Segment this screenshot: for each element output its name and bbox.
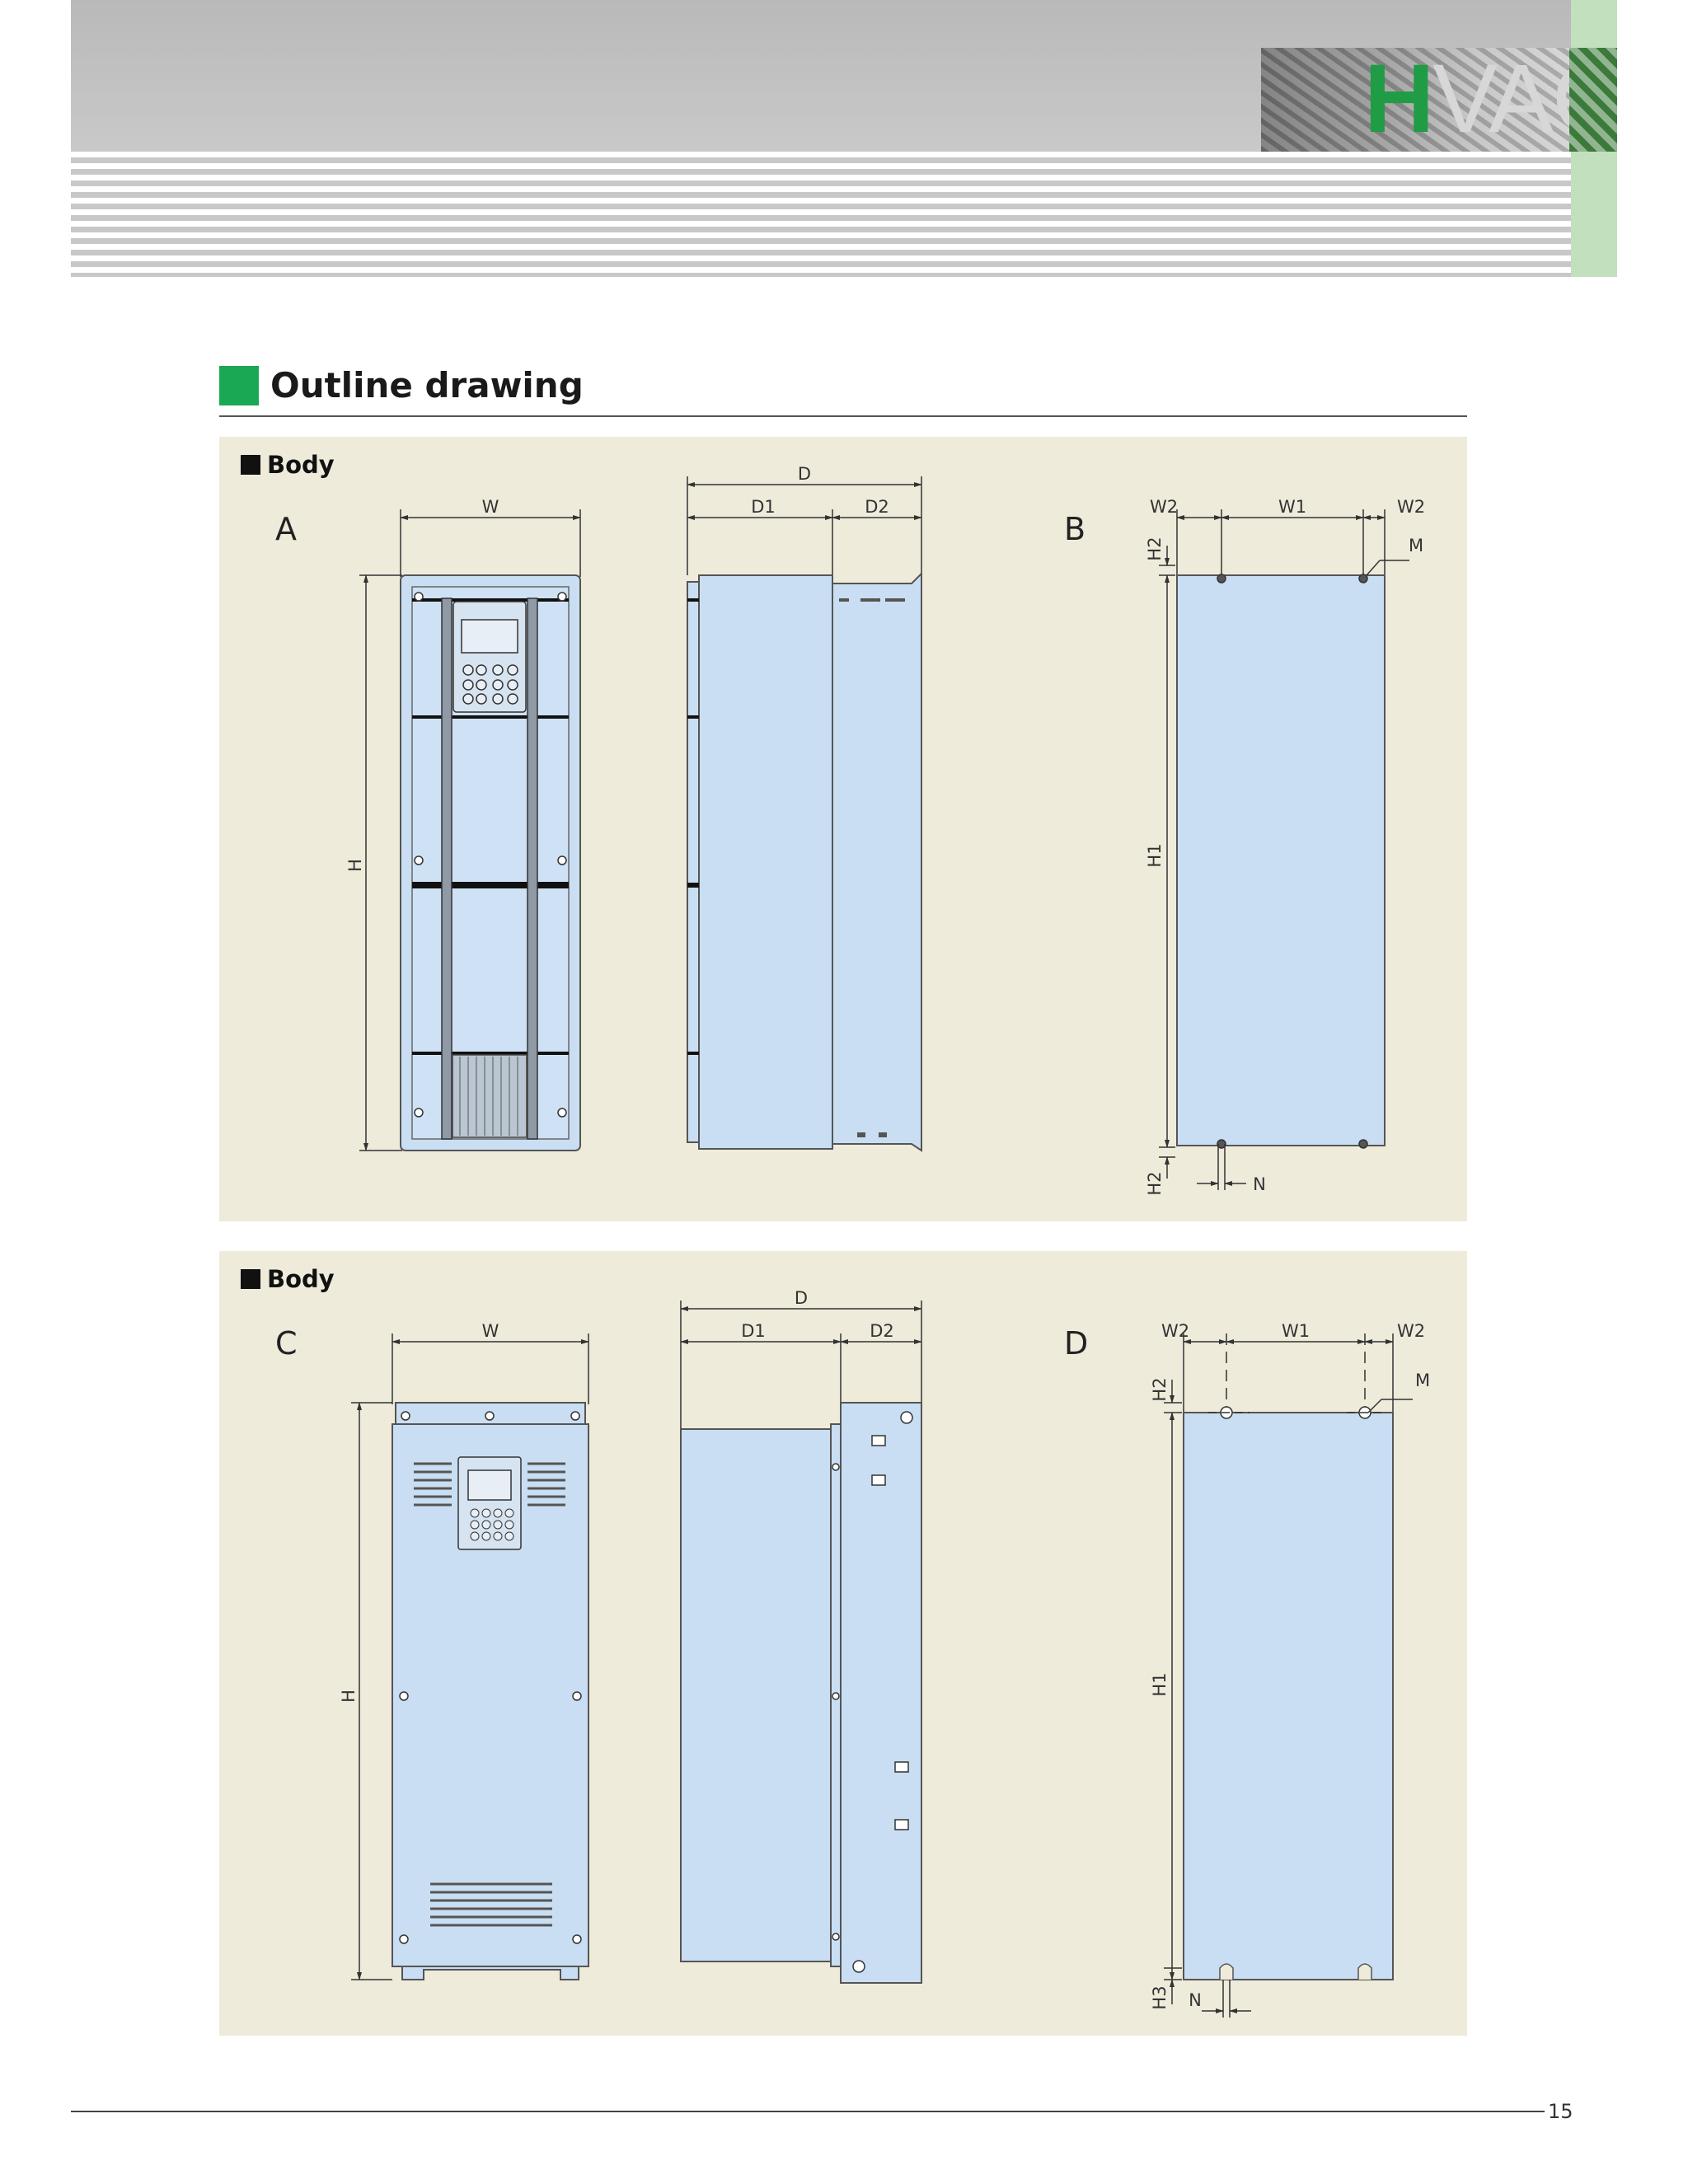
- dim-label-w2-left: W2: [1150, 497, 1178, 517]
- title-rule: [219, 415, 1467, 417]
- panel-label-text: Body: [267, 1265, 335, 1293]
- dim-label-d1: D1: [741, 1321, 766, 1341]
- outline-drawing-1: W H D D1 D2 W2 W1 W2 H2 H1 H2 M N: [345, 464, 1425, 1196]
- side-view-a: [687, 476, 922, 1152]
- mounting-view-b: [1159, 509, 1409, 1190]
- panel-label-text: Body: [267, 451, 335, 479]
- side-view-c: [680, 1301, 922, 1984]
- page-title: Outline drawing: [270, 365, 584, 405]
- logo-tile: [1569, 48, 1617, 152]
- dim-label-w2-left: W2: [1161, 1321, 1189, 1341]
- dim-label-n: N: [1189, 1990, 1202, 2010]
- title-marker: [219, 366, 259, 405]
- dim-label-h2: H2: [1150, 1377, 1170, 1401]
- dim-label-w2-right: W2: [1397, 497, 1425, 517]
- dim-label-w: W: [482, 497, 499, 517]
- label-square-icon: [241, 1269, 260, 1289]
- dim-label-h3: H3: [1150, 1985, 1170, 2009]
- dim-label-m: M: [1415, 1371, 1430, 1390]
- dim-label-d: D: [795, 1288, 808, 1308]
- dim-label-h2-bottom: H2: [1145, 1171, 1165, 1195]
- dim-label-d: D: [798, 464, 811, 484]
- header-stripes: [71, 152, 1571, 277]
- view-letter-d: D: [1064, 1325, 1089, 1361]
- logo-letter-h: H: [1364, 48, 1434, 152]
- dim-label-n: N: [1253, 1174, 1266, 1194]
- mounting-view-d: [1164, 1333, 1413, 2018]
- label-square-icon: [241, 455, 260, 475]
- panel-label: Body: [241, 1264, 335, 1294]
- dim-label-h: H: [339, 1690, 359, 1703]
- view-letter-a: A: [275, 511, 297, 547]
- footer-rule: [71, 2111, 1545, 2112]
- dim-label-h1: H1: [1150, 1672, 1170, 1696]
- dim-label-d2: D2: [870, 1321, 894, 1341]
- panel-body-2: Body C D: [219, 1251, 1467, 2036]
- dim-label-h2-top: H2: [1145, 537, 1165, 560]
- page-number: 15: [1548, 2100, 1573, 2123]
- panel-body-1: Body A B: [219, 437, 1467, 1221]
- front-view-c: [351, 1333, 589, 1980]
- dim-label-h: H: [345, 859, 365, 872]
- view-letter-c: C: [275, 1325, 298, 1361]
- hvac-logo: HVAC: [1261, 48, 1617, 152]
- panel-label: Body: [241, 450, 335, 480]
- dim-label-w1: W1: [1282, 1321, 1310, 1341]
- view-letter-b: B: [1064, 511, 1086, 547]
- dim-label-m: M: [1409, 536, 1423, 555]
- dim-label-w1: W1: [1278, 497, 1306, 517]
- dim-label-d2: D2: [865, 497, 889, 517]
- front-view-a: [359, 509, 581, 1151]
- dim-label-w2-right: W2: [1397, 1321, 1425, 1341]
- outline-drawing-2: W H D D1 D2 W2 W1 W2 H2 H1 H3 M N: [339, 1288, 1430, 2018]
- dim-label-h1: H1: [1145, 843, 1165, 867]
- dim-label-d1: D1: [751, 497, 776, 517]
- dim-label-w: W: [482, 1321, 499, 1341]
